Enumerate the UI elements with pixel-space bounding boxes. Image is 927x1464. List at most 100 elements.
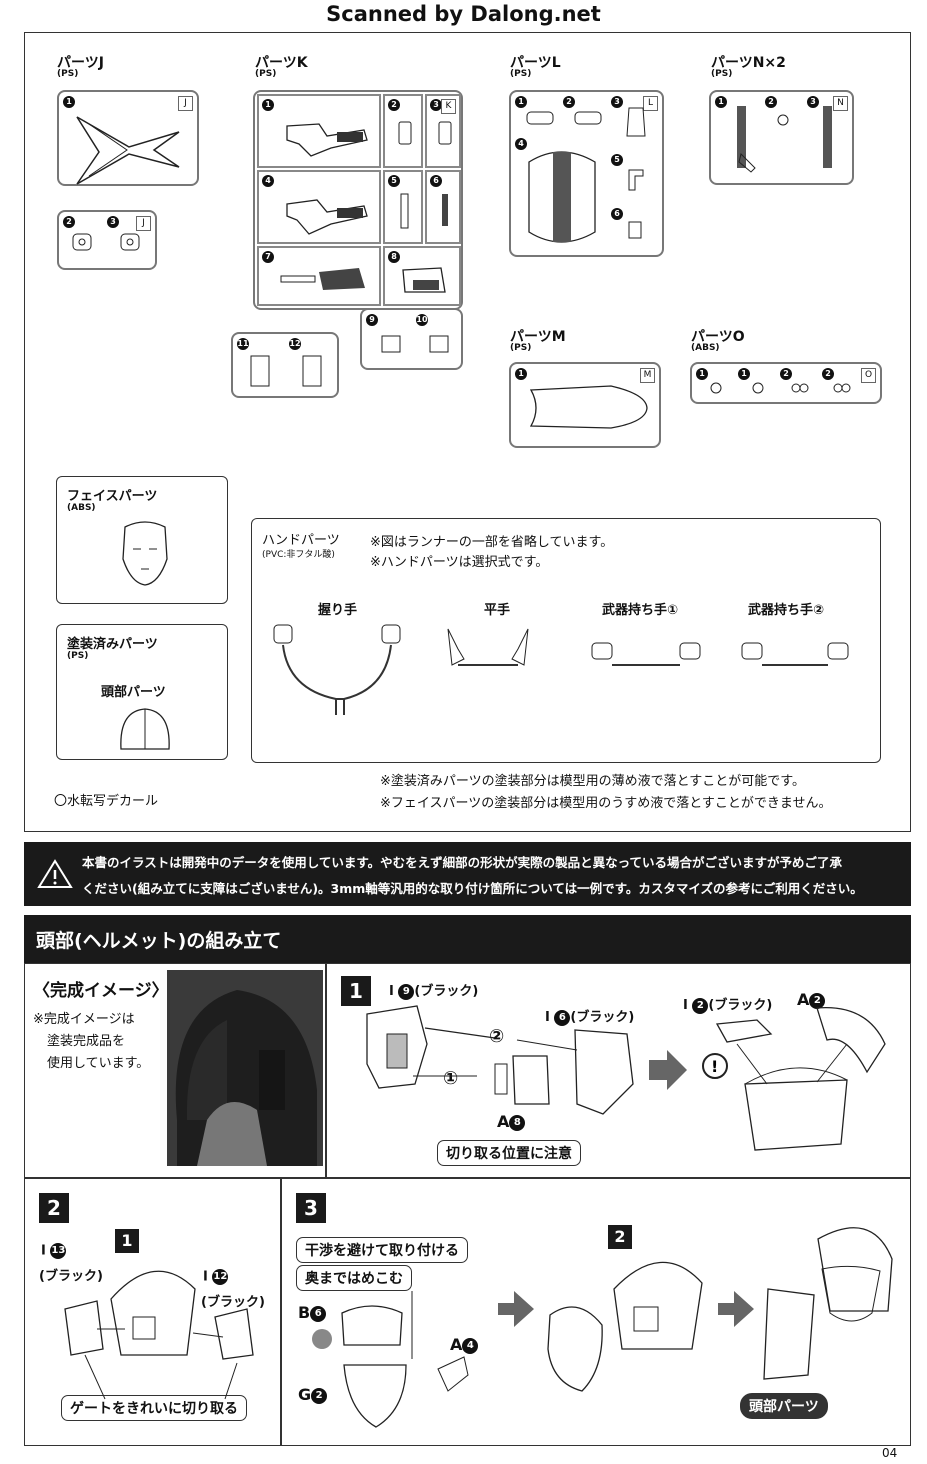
part-number: 1 <box>262 99 274 111</box>
hand-type-weapon-2: 武器持ち手② <box>748 603 825 618</box>
face-parts-material: (ABS) <box>67 503 96 513</box>
step-2-panel: 2 1 I 13 (ブラック) I 12 (ブラック) ゲートをきれいに切り取る <box>24 1178 281 1446</box>
runner-j-main: 1 J <box>57 90 199 186</box>
part-n-drawing <box>737 106 832 173</box>
hand-parts-label: ハンドパーツ <box>262 533 340 548</box>
painted-parts-label: 塗装済みパーツ <box>67 637 158 652</box>
runner-j-sub: 2 3 J <box>57 210 157 270</box>
parts-k-label: パーツK <box>255 55 308 71</box>
part-number: 2 <box>563 96 575 108</box>
head-parts-result: 頭部パーツ <box>740 1393 828 1419</box>
complete-note-1: ※完成イメージは <box>33 1012 135 1027</box>
part-number: 3 <box>807 96 819 108</box>
color-label: (ブラック) <box>414 984 479 999</box>
part-number: 5 <box>388 175 400 187</box>
hand-type-open: 平手 <box>484 603 511 618</box>
runner-n: 1 2 3 N <box>709 90 854 185</box>
parts-m-material: (PS) <box>510 343 532 353</box>
part-l-drawing <box>526 107 646 243</box>
step-2-ref: 1 <box>115 1229 139 1253</box>
runner-letter: I <box>545 1010 550 1025</box>
part-k1-drawing <box>286 123 368 157</box>
parts-l-material: (PS) <box>510 69 532 79</box>
scan-header: Scanned by Dalong.net <box>326 2 601 26</box>
runner-tag: O <box>861 368 876 383</box>
runner-o: 1 1 2 2 O <box>690 362 882 404</box>
parts-m-label: パーツM <box>510 329 566 345</box>
order-2: ② <box>489 1026 505 1047</box>
part-number: 6 <box>554 1009 571 1026</box>
parts-list-frame <box>24 32 911 832</box>
runner-letter: B <box>298 1303 311 1322</box>
part-number: 11 <box>237 338 249 350</box>
runner-letter: I <box>41 1243 46 1259</box>
hand-parts-material: (PVC:非フタル酸) <box>262 550 335 560</box>
k-cell-5: 5 <box>383 170 423 244</box>
part-number: 12 <box>289 338 301 350</box>
part-number: 7 <box>262 251 274 263</box>
step-3-ref: 2 <box>608 1225 632 1249</box>
runner-tag: J <box>178 96 193 111</box>
hand-note-2: ※ハンドパーツは選択式です。 <box>370 555 549 570</box>
part-number: 8 <box>388 251 400 263</box>
color-label: (ブラック) <box>708 998 773 1013</box>
step-1-number: 1 <box>341 976 371 1006</box>
step-3-number: 3 <box>296 1193 326 1223</box>
k-cell-7: 7 <box>257 246 381 306</box>
part-number: 10 <box>416 314 428 326</box>
hand-parts-box: ハンドパーツ (PVC:非フタル酸) ※図はランナーの一部を省略しています。 ※… <box>251 518 881 763</box>
parts-n-label: パーツN×2 <box>711 55 786 71</box>
order-1: ① <box>443 1068 459 1089</box>
part-number: 6 <box>430 175 442 187</box>
color-label: (ブラック) <box>201 1295 265 1310</box>
parts-l-label: パーツL <box>510 55 561 71</box>
runner-letter: A <box>797 990 810 1009</box>
decal-label: 〇水転写デカール <box>54 794 159 809</box>
part-number: 3 <box>611 96 623 108</box>
complete-note-3: 使用しています。 <box>47 1056 150 1071</box>
part-number: 3 <box>430 99 442 111</box>
runner-tag: M <box>640 368 655 383</box>
warning-line-2: ください(組み立てに支障はございません)。3mm軸等汎用的な取り付け箇所について… <box>82 881 863 896</box>
step-1-drawing: ! <box>366 1005 886 1151</box>
k-cell-3: 3 K <box>425 94 461 168</box>
hand-type-grip: 握り手 <box>318 603 358 618</box>
part-number: 4 <box>515 138 527 150</box>
note-face: ※フェイスパーツの塗装部分は模型用のうすめ液で落とすことができません。 <box>380 796 832 811</box>
painted-parts-box: 塗装済みパーツ (PS) 頭部パーツ <box>56 624 228 760</box>
svg-text:!: ! <box>711 1057 718 1076</box>
part-number: 2 <box>765 96 777 108</box>
part-number: 2 <box>311 1387 328 1404</box>
part-number: 6 <box>310 1305 327 1322</box>
page-number: 04 <box>882 1446 898 1460</box>
part-j2-drawing <box>72 233 140 251</box>
step-3-drawing <box>312 1227 893 1428</box>
step-2-drawing <box>64 1270 254 1400</box>
section-title-bar: 頭部(ヘルメット)の組み立て <box>24 915 911 963</box>
hand-note-1: ※図はランナーの一部を省略しています。 <box>370 535 614 550</box>
runner-letter: I <box>203 1269 208 1285</box>
hand-type-weapon-1: 武器持ち手① <box>602 603 679 618</box>
parts-j-label: パーツJ <box>57 55 104 71</box>
runner-tag: J <box>136 216 151 231</box>
complete-image-panel: 〈完成イメージ〉 ※完成イメージは 塗装完成品を 使用しています。 <box>24 963 326 1178</box>
parts-j-material: (PS) <box>57 69 79 79</box>
part-number: 8 <box>509 1114 526 1131</box>
gate-cut-callout: ゲートをきれいに切り取る <box>61 1395 247 1421</box>
parts-k-material: (PS) <box>255 69 277 79</box>
runner-letter: A <box>450 1335 463 1354</box>
part-number: 2 <box>822 368 834 380</box>
part-number: 2 <box>63 216 75 228</box>
runner-letter: I <box>389 984 394 999</box>
section-title: 頭部(ヘルメット)の組み立て <box>36 930 282 952</box>
runner-k: 1 2 3 K 4 5 6 7 8 <box>253 90 463 310</box>
part-number: 1 <box>696 368 708 380</box>
helmet-part-drawing <box>120 708 170 750</box>
part-number: 1 <box>738 368 750 380</box>
parts-o-material: (ABS) <box>691 343 720 353</box>
warning-bar: 本書のイラストは開発中のデータを使用しています。やむをえず細部の形状が実際の製品… <box>24 842 911 906</box>
complete-note-2: 塗装完成品を <box>47 1034 126 1049</box>
color-label: (ブラック) <box>39 1269 103 1284</box>
